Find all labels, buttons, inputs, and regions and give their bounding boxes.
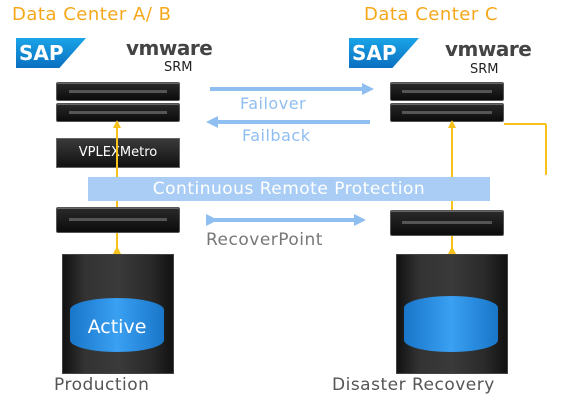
caption-disaster-recovery: Disaster Recovery xyxy=(332,375,495,395)
vmware-logo-right: vmware xyxy=(445,37,532,61)
title-left: Data Center A/ B xyxy=(12,4,172,25)
failover-label: Failover xyxy=(240,94,307,113)
recoverpoint-appliance-left xyxy=(56,207,180,233)
recoverpoint-label: RecoverPoint xyxy=(206,230,323,250)
storage-cylinder-right xyxy=(404,296,498,352)
continuous-remote-protection-band: Continuous Remote Protection xyxy=(88,177,490,201)
failback-label: Failback xyxy=(242,126,311,145)
srm-label-right: SRM xyxy=(470,62,499,77)
recoverpoint-appliance-right xyxy=(390,210,504,236)
title-right: Data Center C xyxy=(364,4,499,25)
vmware-logo-left: vmware xyxy=(126,36,213,60)
storage-cylinder-left xyxy=(70,298,164,352)
active-label: Active xyxy=(87,316,147,338)
srm-server-right-bottom xyxy=(390,103,504,122)
caption-production: Production xyxy=(54,375,150,395)
srm-label-left: SRM xyxy=(164,60,193,75)
srm-server-left-top xyxy=(56,82,180,101)
srm-server-right-top xyxy=(390,82,504,101)
